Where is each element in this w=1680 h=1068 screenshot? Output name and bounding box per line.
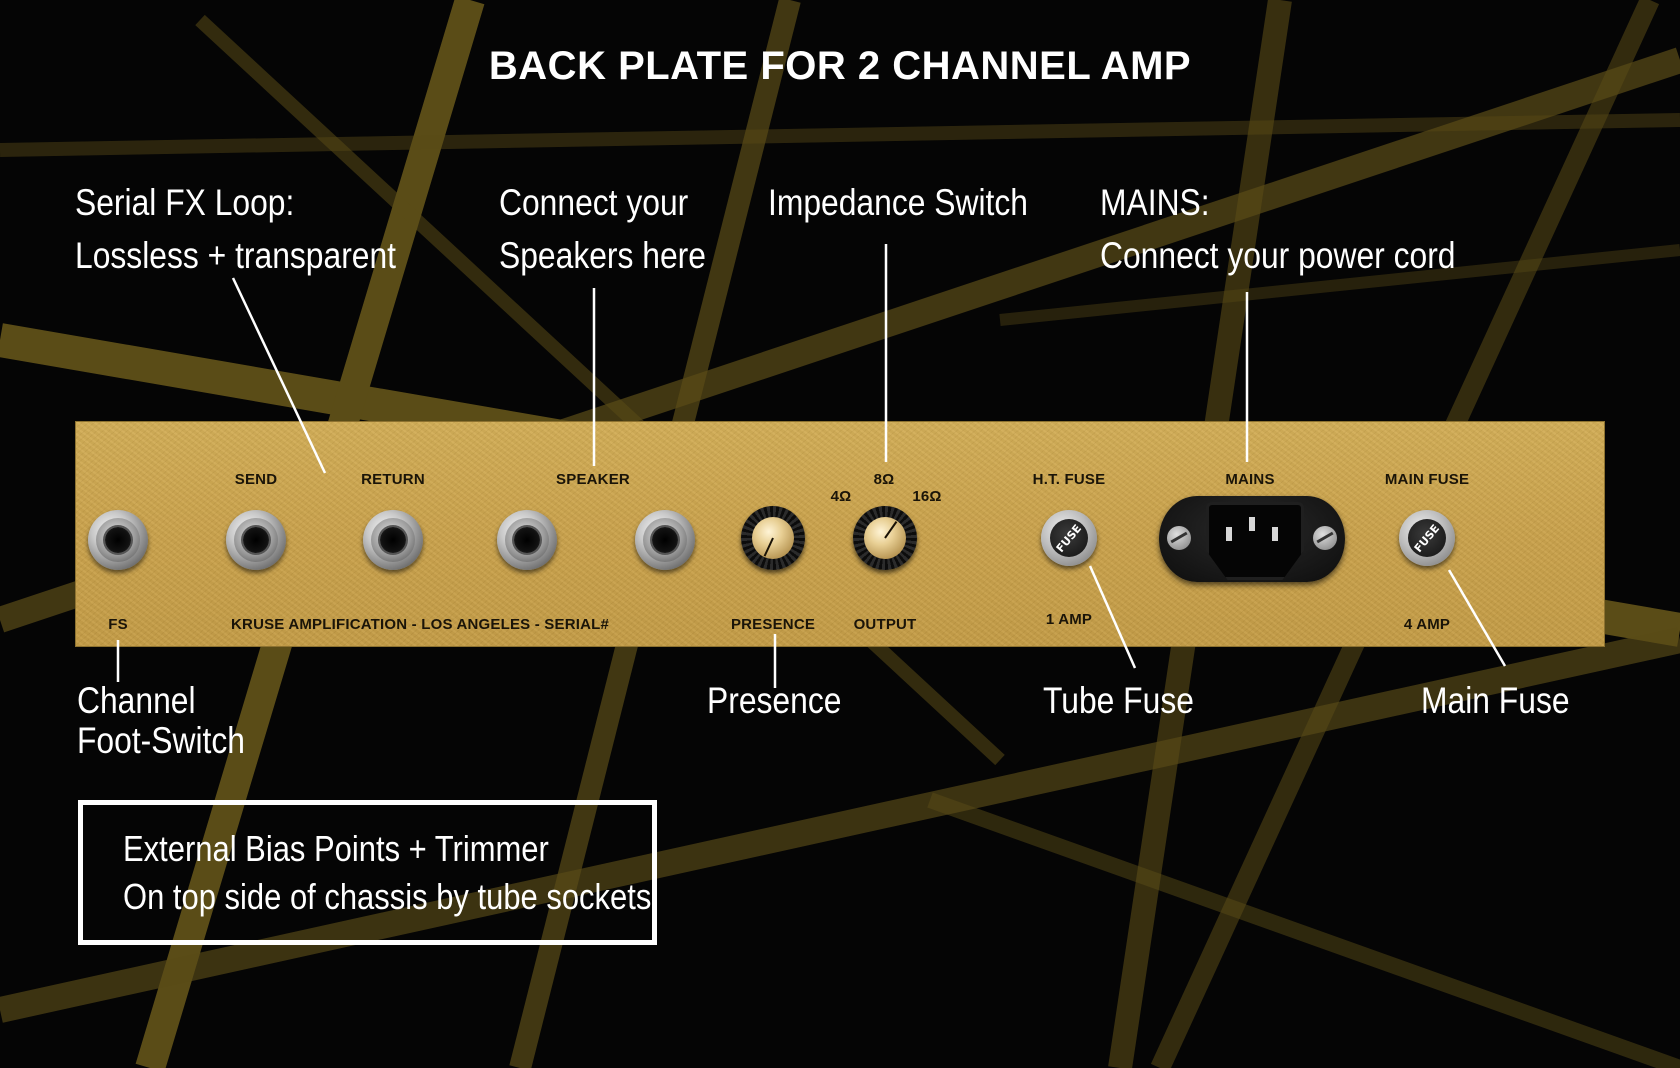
callout-footswitch: Channel Foot-Switch: [77, 680, 245, 761]
ht-fuse-cap: FUSE: [1050, 519, 1088, 557]
callout-mains: MAINS: Connect your power cord: [1100, 182, 1456, 276]
label-8-ohm: 8Ω: [873, 471, 895, 488]
label-return: RETURN: [361, 471, 425, 488]
label-4-amp: 4 AMP: [1403, 616, 1451, 633]
inlet-screw-right: [1313, 526, 1337, 550]
label-presence: PRESENCE: [730, 616, 816, 633]
callout-impedance: Impedance Switch: [768, 182, 1029, 223]
label-output: OUTPUT: [853, 616, 917, 633]
back-plate: SEND RETURN SPEAKER 8Ω 4Ω 16Ω H.T. FUSE …: [75, 421, 1605, 647]
label-send: SEND: [234, 471, 278, 488]
label-1-amp: 1 AMP: [1045, 611, 1093, 628]
label-mains: MAINS: [1225, 471, 1275, 488]
callout-main-fuse: Main Fuse: [1421, 680, 1570, 721]
return-jack[interactable]: [363, 510, 423, 570]
bias-note-box: External Bias Points + Trimmer On top si…: [78, 800, 657, 945]
mains-power-inlet[interactable]: [1159, 496, 1345, 582]
presence-knob-pointer: [763, 537, 774, 557]
iec-pin-right: [1272, 527, 1278, 541]
iec-pin-center: [1249, 517, 1255, 531]
bias-note-text: External Bias Points + Trimmer On top si…: [123, 828, 652, 917]
send-jack[interactable]: [226, 510, 286, 570]
main-fuse-holder[interactable]: FUSE: [1399, 510, 1455, 566]
inlet-screw-left: [1167, 526, 1191, 550]
label-16-ohm: 16Ω: [912, 488, 942, 505]
main-fuse-cap: FUSE: [1408, 519, 1446, 557]
callout-tube-fuse: Tube Fuse: [1043, 680, 1194, 721]
callout-presence: Presence: [707, 680, 842, 721]
impedance-switch-knob[interactable]: [853, 506, 917, 570]
label-serial: KRUSE AMPLIFICATION - LOS ANGELES - SERI…: [231, 616, 610, 633]
label-4-ohm: 4Ω: [830, 488, 852, 505]
speaker-jack-2[interactable]: [635, 510, 695, 570]
ht-fuse-holder[interactable]: FUSE: [1041, 510, 1097, 566]
label-ht-fuse: H.T. FUSE: [1032, 471, 1106, 488]
callout-fx-loop: Serial FX Loop: Lossless + transparent: [75, 182, 397, 276]
presence-knob[interactable]: [741, 506, 805, 570]
page-title: BACK PLATE FOR 2 CHANNEL AMP: [488, 44, 1192, 88]
label-speaker: SPEAKER: [556, 471, 630, 488]
label-main-fuse: MAIN FUSE: [1384, 471, 1470, 488]
iec-pin-left: [1226, 527, 1232, 541]
label-fs: FS: [108, 616, 128, 633]
impedance-knob-pointer: [884, 521, 898, 539]
footswitch-jack[interactable]: [88, 510, 148, 570]
callout-speakers: Connect your Speakers here: [499, 182, 706, 276]
speaker-jack-1[interactable]: [497, 510, 557, 570]
iec-socket: [1206, 502, 1304, 580]
